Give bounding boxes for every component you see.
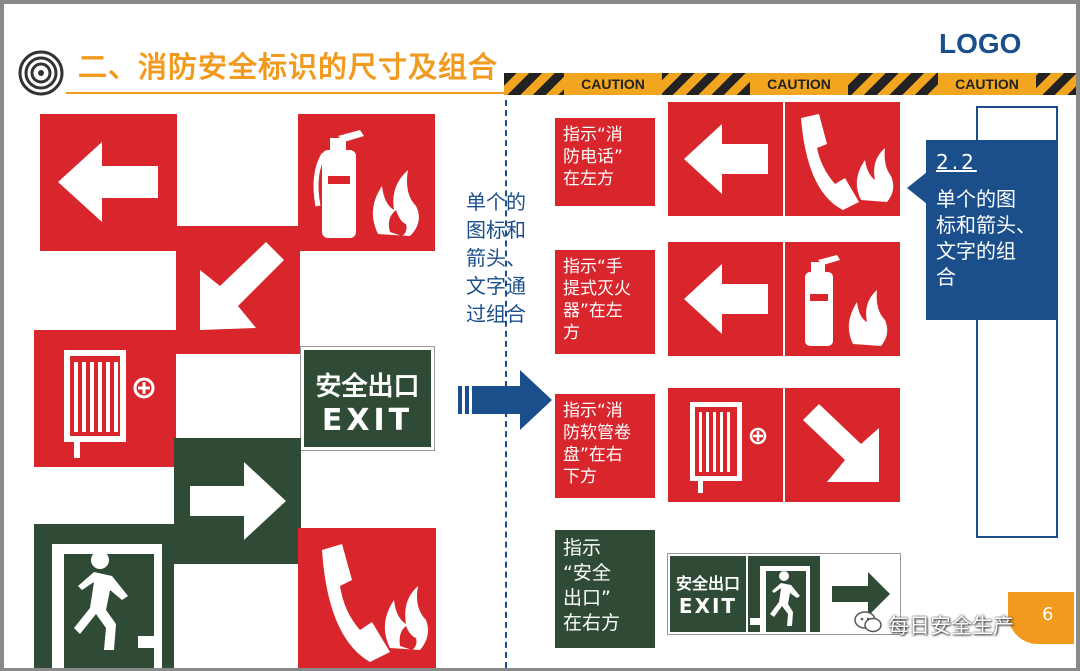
arrow-right-sign [174, 438, 301, 564]
fire-hose-reel-icon [64, 350, 155, 458]
combo-running-man-tile [748, 556, 820, 632]
label-exit-right: 指示 “安全 出口” 在右方 [555, 530, 655, 648]
combo-extinguisher-tile [785, 242, 900, 356]
arrow-left-icon [684, 264, 768, 334]
side-frame [976, 106, 1058, 538]
label-extinguisher-left: 指示“手 提式灭火 器”在左 方 [555, 250, 655, 354]
logo: LOGO [939, 28, 1022, 59]
combo-exit-text-tile: 安全出口 EXIT [670, 556, 746, 632]
page-number-tab [1008, 592, 1074, 644]
spiral-icon [18, 50, 64, 96]
arrow-down-left-sign [176, 226, 300, 354]
arrow-left-icon [684, 124, 768, 194]
combo-phone-tile [785, 102, 900, 216]
fire-extinguisher-sign [298, 114, 435, 251]
combo-hose-reel-down-right [668, 388, 900, 502]
combo-exit-cn: 安全出口 [675, 574, 740, 593]
side-box-pointer [907, 172, 927, 204]
label-phone-left: 指示“消 防电话” 在左方 [555, 118, 655, 206]
page-title: 二、消防安全标识的尺寸及组合 [78, 50, 499, 84]
combo-hose-reel-tile [668, 388, 783, 502]
page-number: 6 [1042, 604, 1054, 625]
caution-label-3: CAUTION [938, 73, 1036, 95]
fire-extinguisher-icon [313, 130, 419, 238]
side-box-number: 2.2 [936, 150, 977, 174]
exit-sign-en: EXIT [321, 403, 414, 438]
caution-label-2: CAUTION [750, 73, 848, 95]
combo-arrow-left-tile [668, 102, 783, 216]
dashed-divider [505, 100, 507, 668]
exit-sign-cn: 安全出口 [315, 372, 420, 402]
caution-label-1: CAUTION [564, 73, 662, 95]
combo-arrow-right-tile [822, 556, 898, 632]
watermark-text: 每日安全生产 [888, 614, 1014, 638]
exit-text-sign: 安全出口 EXIT [300, 346, 435, 451]
big-blue-arrow-icon [458, 370, 554, 430]
arrow-right-icon [190, 462, 286, 540]
combo-exit-en: EXIT [678, 594, 738, 618]
running-man-icon [52, 544, 162, 668]
fire-hose-reel-icon [690, 402, 767, 493]
wechat-icon [854, 610, 882, 634]
fire-phone-sign [298, 528, 436, 668]
arrow-left-sign [40, 114, 177, 251]
side-info-box: 2.2 单个的图 标和箭头、 文字的组 合 [926, 140, 1056, 320]
fire-extinguisher-icon [805, 255, 888, 346]
title-underline [66, 92, 516, 94]
arrow-right-icon [832, 572, 890, 616]
label-hose-reel-down-right: 指示“消 防软管卷 盘”在右 下方 [555, 394, 655, 498]
middle-description: 单个的 图标和 箭头、 文字通 过组合 [466, 190, 526, 326]
slide: 二、消防安全标识的尺寸及组合 LOGO CAUTION CAUTION CAUT… [4, 4, 1076, 668]
fire-phone-icon [801, 114, 894, 210]
arrow-down-right-icon [803, 404, 879, 482]
combo-phone-left [668, 102, 900, 216]
combo-arrow-left-tile [668, 242, 783, 356]
arrow-down-left-icon [200, 242, 284, 330]
arrow-left-icon [58, 142, 158, 222]
combo-extinguisher-left [668, 242, 900, 356]
fire-hose-reel-sign [34, 330, 176, 467]
running-man-exit-sign [34, 524, 174, 668]
combo-exit-right: 安全出口 EXIT [667, 553, 901, 635]
side-box-text: 单个的图 标和箭头、 文字的组 合 [936, 187, 1036, 289]
running-man-icon [750, 566, 810, 632]
fire-phone-icon [322, 544, 428, 662]
combo-arrow-down-right-tile [785, 388, 900, 502]
